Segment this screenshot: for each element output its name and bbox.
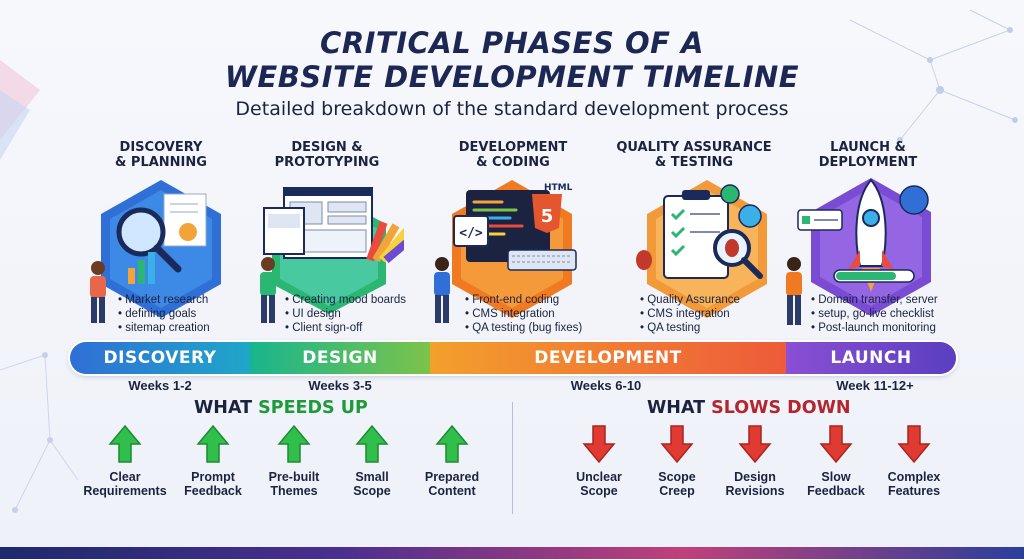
bullet-item: QA testing (bug fixes) xyxy=(465,321,582,335)
timeline-segment-discovery: DISCOVERY xyxy=(70,342,250,374)
page-title-line-1: CRITICAL PHASES OF A xyxy=(320,26,704,60)
keyboard-icon xyxy=(507,249,577,271)
arrow-up-icon xyxy=(196,424,230,463)
discovery-illustration xyxy=(90,180,221,323)
speeds-up-heading: WHAT SPEEDS UP xyxy=(194,398,368,418)
bullet-item: Front-end coding xyxy=(465,293,582,307)
person-illustration xyxy=(434,257,450,323)
qa-illustration xyxy=(636,180,767,318)
timeline-bar: DISCOVERY DESIGN DEVELOPMENT LAUNCH xyxy=(70,342,956,374)
arrow-up-icon xyxy=(108,424,142,463)
bullet-item: Market research xyxy=(118,293,210,307)
phase-title-launch: LAUNCH &DEPLOYMENT xyxy=(818,140,918,170)
bullet-item: setup, go-live checklist xyxy=(811,307,938,321)
page-subtitle: Detailed breakdown of the standard devel… xyxy=(235,98,789,120)
arrow-down-icon xyxy=(738,425,772,464)
html5-shield-icon xyxy=(532,194,562,233)
slows-down-item: Scope Creep xyxy=(622,424,732,498)
bullet-item: Client sign-off xyxy=(285,321,406,335)
timeline-segment-launch: LAUNCH xyxy=(786,342,956,374)
speeds-up-item: Prompt Feedback xyxy=(158,424,268,498)
design-illustration xyxy=(260,187,404,323)
arrow-down-icon xyxy=(897,425,931,464)
bullet-item: Post-launch monitoring xyxy=(811,321,938,335)
progress-bar-icon xyxy=(833,269,915,283)
network-decoration-left xyxy=(0,352,79,513)
launch-illustration xyxy=(797,178,931,316)
arrow-down-icon xyxy=(582,425,616,464)
bullet-item: Quality Assurance xyxy=(640,293,740,307)
speeds-up-item: Pre-built Themes xyxy=(239,424,349,498)
week-label-launch: Week 11-12+ xyxy=(836,378,914,393)
code-brackets-icon: </> xyxy=(459,226,483,241)
bullet-item: Creating mood boards xyxy=(285,293,406,307)
clipboard-icon xyxy=(663,190,729,279)
phase-title-development: DEVELOPMENT& CODING xyxy=(458,140,568,170)
phase-bullets-design: Creating mood boards UI design Client si… xyxy=(285,293,406,335)
phase-title-qa: QUALITY ASSURANCE& TESTING xyxy=(616,140,772,170)
person-illustration xyxy=(260,257,276,323)
magnifier-icon xyxy=(116,207,182,273)
globe-icon xyxy=(899,185,929,215)
speeds-up-item: Clear Requirements xyxy=(70,424,180,498)
slows-down-item: Unclear Scope xyxy=(544,424,654,498)
development-illustration: </> HTML 5 xyxy=(434,180,577,323)
arrow-up-icon xyxy=(355,424,389,463)
week-label-development: Weeks 6-10 xyxy=(570,378,642,393)
page-title-line-2: WEBSITE DEVELOPMENT TIMELINE xyxy=(224,60,800,94)
bullet-item: CMS integration xyxy=(640,307,740,321)
slows-down-item: Design Revisions xyxy=(700,424,810,498)
arrow-down-icon xyxy=(819,425,853,464)
slows-down-item: Complex Features xyxy=(859,424,969,498)
html-badge-label: HTML xyxy=(544,183,573,193)
bullet-item: defining goals xyxy=(118,307,210,321)
bullet-item: sitemap creation xyxy=(118,321,209,335)
phase-bullets-launch: Domain transfer, server setup, go-live c… xyxy=(811,293,938,335)
html5-number: 5 xyxy=(541,206,554,227)
timeline-segment-development: DEVELOPMENT xyxy=(430,342,786,374)
bar-chart-icon xyxy=(128,252,155,284)
bullet-item: CMS integration xyxy=(465,307,582,321)
settings-window-icon xyxy=(797,209,843,231)
timeline-segment-design: DESIGN xyxy=(250,342,430,374)
browser-icon xyxy=(738,204,762,228)
phase-title-discovery: DISCOVERY& PLANNING xyxy=(115,140,207,170)
arrow-down-icon xyxy=(660,425,694,464)
bullet-item: QA testing xyxy=(640,321,740,335)
speeds-up-item: Small Scope xyxy=(317,424,427,498)
arrow-up-icon xyxy=(277,424,311,463)
slows-down-item: Slow Feedback xyxy=(781,424,891,498)
bullet-item: UI design xyxy=(285,307,406,321)
arrow-up-icon xyxy=(435,424,469,463)
speeds-up-item: Prepared Content xyxy=(397,424,507,498)
phase-bullets-development: Front-end coding CMS integration QA test… xyxy=(465,293,582,335)
week-label-design: Weeks 3-5 xyxy=(308,378,372,393)
person-illustration xyxy=(90,261,106,323)
bug-icon xyxy=(636,250,652,270)
section-divider xyxy=(512,402,513,514)
color-palette-icon xyxy=(366,221,404,264)
bullet-item: Domain transfer, server xyxy=(811,293,938,307)
bottom-color-bar xyxy=(0,547,1024,559)
bug-magnifier-icon xyxy=(713,229,763,279)
week-label-discovery: Weeks 1-2 xyxy=(128,378,192,393)
phase-bullets-qa: Quality Assurance CMS integration QA tes… xyxy=(640,293,740,335)
phase-title-design: DESIGN &PROTOTYPING xyxy=(274,140,380,170)
slows-down-heading: WHAT SLOWS DOWN xyxy=(647,398,851,418)
phase-bullets-discovery: Market research defining goals sitemap c… xyxy=(118,293,210,335)
